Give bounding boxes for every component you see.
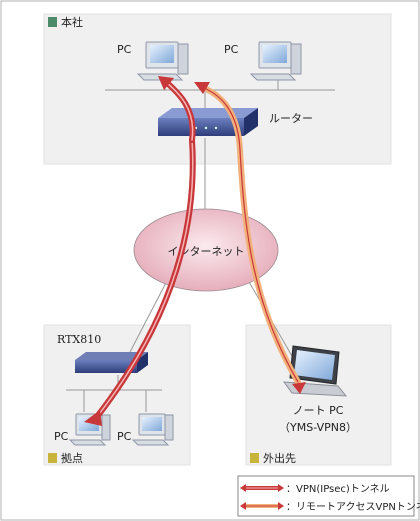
laptop-label-line2: （YMS-VPN8） (279, 421, 357, 434)
branch-pc-1-label: PC (54, 430, 69, 443)
branch-pc-2: PC (117, 413, 174, 446)
ipsec-tunnel (84, 76, 196, 426)
zone-remote-label: 外出先 (263, 451, 296, 465)
legend-remote-label: ：リモートアクセスVPNトンネル (286, 501, 420, 513)
hq-pc-2: PC (224, 41, 302, 81)
network-lines (66, 76, 335, 412)
zone-branch: 拠点 (43, 324, 191, 466)
hq-router: ルーター (158, 108, 313, 136)
legend: ：VPN(IPsec)トンネル ：リモートアクセスVPNトンネル (237, 475, 420, 517)
hq-pc-2-label: PC (224, 43, 239, 56)
remote-arrow-laptop (292, 382, 306, 394)
hq-tag-marker (48, 17, 57, 27)
branch-pc-2-label: PC (117, 430, 132, 443)
rtx-label: RTX810 (57, 333, 101, 346)
internet-label: インターネット (168, 245, 245, 258)
zone-branch-label: 拠点 (61, 452, 83, 465)
branch-tag-marker (48, 453, 57, 463)
internet-cloud: インターネット (133, 208, 279, 292)
ipsec-arrow-branch (84, 410, 102, 426)
remote-access-tunnel (194, 82, 306, 394)
laptop-yms: ノート PC （YMS-VPN8） (279, 345, 357, 434)
zone-hq: 本社 (43, 13, 392, 165)
laptop-label-line1: ノート PC (293, 404, 344, 417)
rtx810-router: RTX810 (57, 333, 148, 373)
remote-arrow-hq (194, 82, 210, 94)
ipsec-arrow-hq (158, 76, 174, 90)
zone-remote: 外出先 (245, 324, 392, 466)
zone-hq-label: 本社 (61, 15, 83, 29)
remote-tag-marker (250, 453, 259, 463)
router-label: ルーター (269, 112, 313, 125)
hq-pc-1-label: PC (117, 43, 132, 56)
legend-ipsec-label: ：VPN(IPsec)トンネル (286, 483, 390, 495)
